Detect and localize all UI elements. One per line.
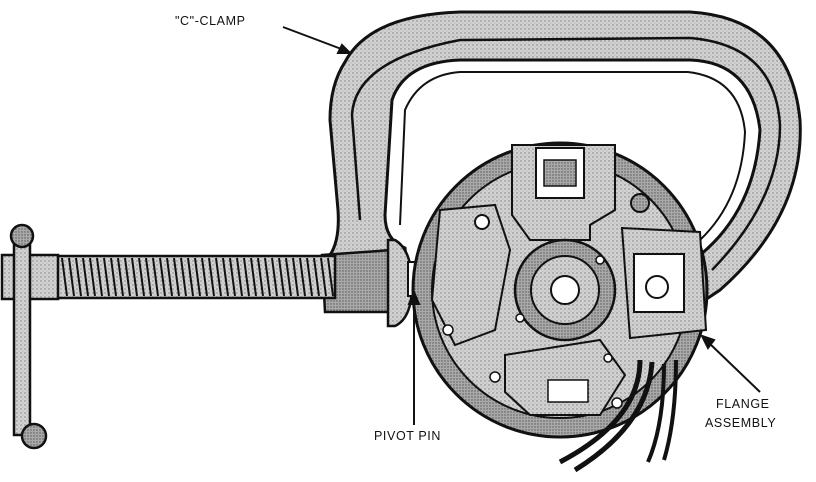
upper-block-inner <box>543 159 577 187</box>
screw-thread <box>257 257 264 297</box>
screw-thread <box>208 257 215 297</box>
terminal-hole <box>645 275 669 299</box>
screw-thread <box>145 257 152 297</box>
screw-thread <box>187 257 194 297</box>
screw-thread <box>264 257 271 297</box>
screw-thread <box>68 257 75 297</box>
screw-thread <box>96 257 103 297</box>
left-plate <box>430 203 512 347</box>
screw-thread <box>89 257 96 297</box>
flange-assembly <box>411 141 709 473</box>
screw-thread <box>278 257 285 297</box>
left-plate-hole <box>474 214 490 230</box>
screw-thread <box>313 257 320 297</box>
screw-thread <box>327 257 334 297</box>
screw-thread <box>82 257 89 297</box>
screw-threads <box>61 257 334 297</box>
screw-thread <box>306 257 313 297</box>
left-plate-hole-2 <box>442 324 454 336</box>
screw-thread <box>292 257 299 297</box>
callout-leaders <box>282 26 761 425</box>
lower-slot <box>547 379 589 403</box>
pivot-pin-arrowhead <box>407 289 421 305</box>
flange-label-line1: FLANGE <box>716 397 770 411</box>
screw-thread <box>117 257 124 297</box>
wire-lead <box>662 359 678 461</box>
screw-thread <box>103 257 110 297</box>
wire-lead <box>573 361 655 473</box>
lower-bracket <box>504 338 627 416</box>
screw-thread <box>110 257 117 297</box>
flange-leader <box>707 341 761 393</box>
screw-thread <box>320 257 327 297</box>
pivot-pin-label: PIVOT PIN <box>374 429 441 443</box>
rivet <box>489 371 501 383</box>
c-clamp-arrowhead <box>336 43 353 54</box>
c-clamp-label: "C"-CLAMP <box>175 14 246 28</box>
c-clamp-leader <box>282 26 345 51</box>
handle-knob-bottom <box>20 422 48 450</box>
screw-thread <box>124 257 131 297</box>
c-clamp-inner-edge <box>399 71 747 241</box>
c-clamp-frame <box>320 10 802 328</box>
wire-lead <box>558 359 643 465</box>
screw-thread <box>138 257 145 297</box>
screw-thread <box>173 257 180 297</box>
screw-thread <box>201 257 208 297</box>
screw-thread <box>250 257 257 297</box>
screw-thread <box>75 257 82 297</box>
screw-thread <box>285 257 292 297</box>
screw-thread <box>194 257 201 297</box>
clamp-screw <box>0 223 337 450</box>
screw-handle-bar <box>12 238 32 437</box>
flange-label-line2: ASSEMBLY <box>705 416 776 430</box>
rivet <box>603 353 613 363</box>
screw-thread <box>152 257 159 297</box>
screw-thread <box>166 257 173 297</box>
flange-arrowhead <box>700 334 716 350</box>
screw-thread <box>131 257 138 297</box>
terminal-stud <box>630 193 650 213</box>
rivet <box>515 313 525 323</box>
screw-thread <box>236 257 243 297</box>
screw-thread <box>229 257 236 297</box>
screw-thread <box>271 257 278 297</box>
screw-thread <box>243 257 250 297</box>
screw-thread <box>159 257 166 297</box>
c-clamp-inner-rib <box>350 36 782 271</box>
screw-thread <box>61 257 68 297</box>
wire-lead <box>646 363 666 463</box>
central-bore <box>550 275 580 305</box>
handle-knob-top <box>9 223 35 249</box>
screw-thread <box>299 257 306 297</box>
screw-thread <box>222 257 229 297</box>
screw-thread <box>215 257 222 297</box>
rivet <box>595 255 605 265</box>
rivet <box>611 397 623 409</box>
screw-thread <box>180 257 187 297</box>
